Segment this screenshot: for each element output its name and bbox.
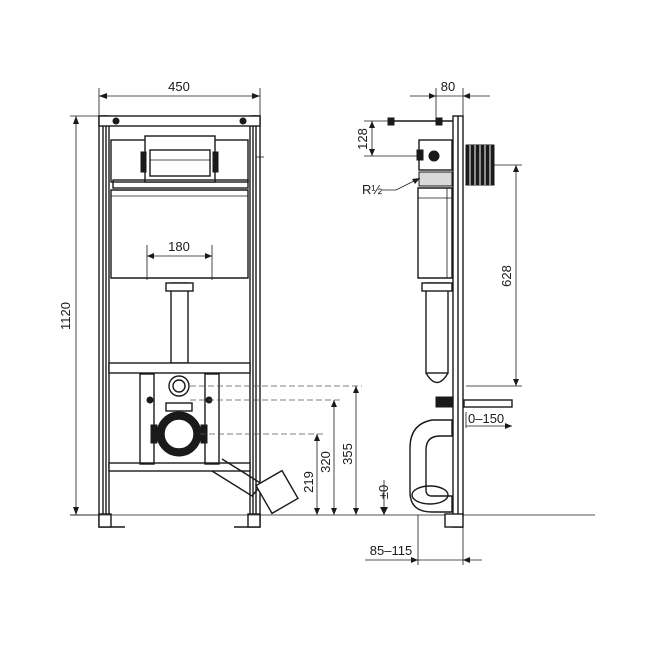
dim-0-150-arrow: [505, 423, 512, 429]
dim-80-arrow-left: [429, 93, 436, 99]
waste-elbow-mouth: [411, 485, 449, 505]
dim-85-115-arrow-left: [411, 557, 418, 563]
waste-pipe-diagonal: [211, 458, 264, 497]
waste-top-clamp: [165, 402, 193, 412]
dim-628-arrow-top: [513, 165, 519, 172]
dim-450-arrow-right: [252, 93, 260, 99]
dim-128-arrow-bottom: [369, 149, 375, 156]
dim-85-115-arrow-right: [463, 557, 470, 563]
valve-knob: [428, 150, 440, 162]
flush-inlet-ring: [168, 375, 190, 397]
front-mid-rail: [108, 362, 251, 374]
front-top-rail: [98, 115, 261, 127]
floor-marker-arrow: [380, 507, 388, 515]
bracket-right: [204, 373, 220, 465]
dim-0-150-label: 0–150: [468, 411, 504, 426]
dim-628-label: 628: [499, 265, 514, 287]
bracket-left: [139, 373, 155, 465]
dim-450-arrow-left: [99, 93, 107, 99]
dim-1120-arrow-bottom: [73, 507, 79, 515]
mount-clip-left: [140, 151, 147, 173]
dim-180-arrow-left: [147, 253, 154, 259]
thread-leader-arrow: [412, 178, 420, 184]
top-rod-nut: [435, 117, 443, 126]
dim-355-label: 355: [340, 443, 355, 465]
front-left-post: [98, 115, 110, 517]
bowl-bracket: [435, 396, 453, 408]
dim-450-label: 450: [168, 79, 190, 94]
flush-pipe-flange: [165, 282, 194, 292]
top-bolt-left: [112, 117, 120, 125]
dim-1120-label: 1120: [58, 302, 73, 330]
dim-219-arrow-bottom: [314, 508, 320, 515]
dim-355-arrow-bottom: [353, 508, 359, 515]
side-flush-pipe: [425, 282, 449, 374]
dim-320-arrow-bottom: [331, 508, 337, 515]
mount-clip-right: [212, 151, 219, 173]
stud-top-left: [146, 396, 154, 404]
waste-pipe-end: [255, 469, 299, 515]
dim-628-arrow-bottom: [513, 379, 519, 386]
side-flush-bend: [425, 372, 449, 384]
dim-85-115-label: 85–115: [370, 543, 412, 558]
foot-right-plate: [247, 513, 261, 528]
front-right-post: [249, 115, 261, 517]
flush-plate-mount: [144, 135, 216, 183]
front-lower-rail: [108, 462, 251, 472]
valve-clip: [416, 149, 424, 161]
flush-pipe: [170, 282, 189, 364]
dim-1120-arrow-top: [73, 116, 79, 124]
dim-128-label: 128: [355, 128, 370, 150]
dim-180-arrow-right: [205, 253, 212, 259]
thread-connector: [418, 171, 453, 187]
floor-label: ±0: [376, 485, 391, 499]
dim-219-arrow-top: [314, 434, 320, 441]
top-bolt-right: [239, 117, 247, 125]
waste-outlet-inner: [163, 418, 195, 450]
cistern-side: [417, 187, 453, 279]
side-foot-plate: [444, 513, 464, 528]
cistern-tank: [110, 189, 249, 279]
waste-elbow: [409, 419, 453, 513]
dim-320-label: 320: [318, 451, 333, 473]
dim-355-arrow-top: [353, 386, 359, 393]
dim-320-arrow-top: [331, 400, 337, 407]
front-view: 180 219: [58, 79, 362, 528]
flush-plate-window: [149, 149, 211, 177]
foot-left-plate: [98, 513, 112, 528]
dim-180-label: 180: [168, 239, 190, 254]
wall-plate-hatch: [469, 145, 491, 185]
dim-80-arrow-right: [463, 93, 470, 99]
side-flush-pipe-flange: [421, 282, 453, 292]
dim-219-label: 219: [301, 471, 316, 493]
top-rod-end: [387, 117, 395, 126]
cistern-lid-rail: [112, 179, 249, 189]
thread-label: R½: [362, 182, 382, 197]
thread-leader: [382, 177, 421, 191]
dim-80-label: 80: [441, 79, 455, 94]
bowl-stud: [463, 399, 513, 408]
side-view: 80 128 R½ 628 0–150 ±0 85–115: [355, 79, 522, 565]
dim-128-arrow-top: [369, 121, 375, 128]
flush-inlet-hole: [172, 379, 186, 393]
waste-lug-left: [150, 424, 158, 444]
